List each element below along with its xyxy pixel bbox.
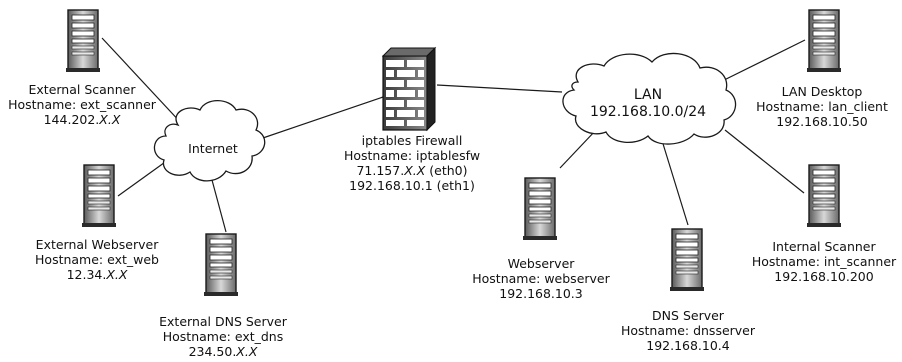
- webserver-label: Webserver Hostname: webserver 192.168.10…: [472, 256, 610, 301]
- node-name: iptables Firewall: [361, 133, 463, 148]
- webserver-server-icon: [522, 177, 558, 241]
- dns-server-label: DNS Server Hostname: dnsserver 192.168.1…: [621, 308, 755, 353]
- link-lan-desktop: [711, 39, 806, 87]
- firewall-label: iptables Firewall Hostname: iptablesfw 7…: [344, 133, 480, 193]
- node-hostname: Hostname: ext_scanner: [8, 97, 156, 112]
- internal-scanner-label: Internal Scanner Hostname: int_scanner 1…: [752, 239, 896, 284]
- node-ip: 234.50.X.X: [188, 344, 258, 359]
- lan-subnet: 192.168.10.0/24: [589, 104, 707, 120]
- external-dns-label: External DNS Server Hostname: ext_dns 23…: [159, 314, 287, 359]
- firewall-icon: [381, 46, 437, 132]
- external-scanner-label: External Scanner Hostname: ext_scanner 1…: [8, 82, 156, 127]
- node-ip-eth1: 192.168.10.1 (eth1): [349, 178, 475, 193]
- link-lan-dns: [659, 133, 689, 226]
- node-ip: 192.168.10.200: [774, 269, 874, 284]
- node-name: External Webserver: [35, 237, 159, 252]
- link-dns-internet: [211, 179, 227, 233]
- link-firewall-lan: [436, 84, 563, 93]
- node-ip: 192.168.10.50: [776, 114, 868, 129]
- node-hostname: Hostname: iptablesfw: [343, 148, 481, 163]
- internet-cloud-label: Internet: [188, 141, 238, 156]
- node-name: External DNS Server: [159, 314, 287, 329]
- lan-cloud-label: LAN: [633, 87, 663, 103]
- lan-cloud: [562, 52, 737, 145]
- node-hostname: Hostname: webserver: [472, 271, 610, 286]
- dns-server-server-icon: [669, 228, 705, 292]
- node-hostname: Hostname: ext_dns: [162, 329, 284, 344]
- lan-desktop-label: LAN Desktop Hostname: lan_client 192.168…: [756, 84, 888, 129]
- internal-scanner-server-icon: [806, 164, 842, 228]
- node-name: LAN Desktop: [781, 84, 863, 99]
- node-ip: 144.202.X.X: [43, 112, 121, 127]
- internet-cloud: [153, 99, 266, 182]
- lan-desktop-server-icon: [806, 9, 842, 73]
- node-ip: 12.34.X.X: [66, 267, 128, 282]
- node-ip-eth0: 71.157.X.X (eth0): [356, 163, 468, 178]
- connections: [101, 37, 806, 233]
- link-webserver-internet: [117, 159, 169, 197]
- node-ip: 192.168.10.4: [646, 338, 730, 353]
- internet-label: Internet: [188, 141, 238, 156]
- link-scanner-internet: [101, 37, 184, 126]
- node-name: DNS Server: [652, 308, 724, 323]
- external-webserver-label: External Webserver Hostname: ext_web 12.…: [35, 237, 159, 282]
- node-name: Webserver: [507, 256, 575, 271]
- external-scanner-server-icon: [65, 9, 101, 73]
- node-hostname: Hostname: ext_web: [35, 252, 159, 267]
- node-ip: 192.168.10.3: [499, 286, 583, 301]
- link-lan-internalscanner: [724, 129, 805, 194]
- node-name: Internal Scanner: [772, 239, 876, 254]
- link-internet-firewall: [256, 96, 384, 141]
- node-name: External Scanner: [28, 82, 136, 97]
- external-webserver-server-icon: [81, 164, 117, 228]
- node-hostname: Hostname: lan_client: [756, 99, 888, 114]
- lan-label: LAN 192.168.10.0/24: [590, 87, 706, 121]
- node-hostname: Hostname: dnsserver: [620, 323, 756, 338]
- node-hostname: Hostname: int_scanner: [751, 254, 897, 269]
- external-dns-server-icon: [203, 233, 239, 297]
- link-lan-webserver: [559, 129, 597, 169]
